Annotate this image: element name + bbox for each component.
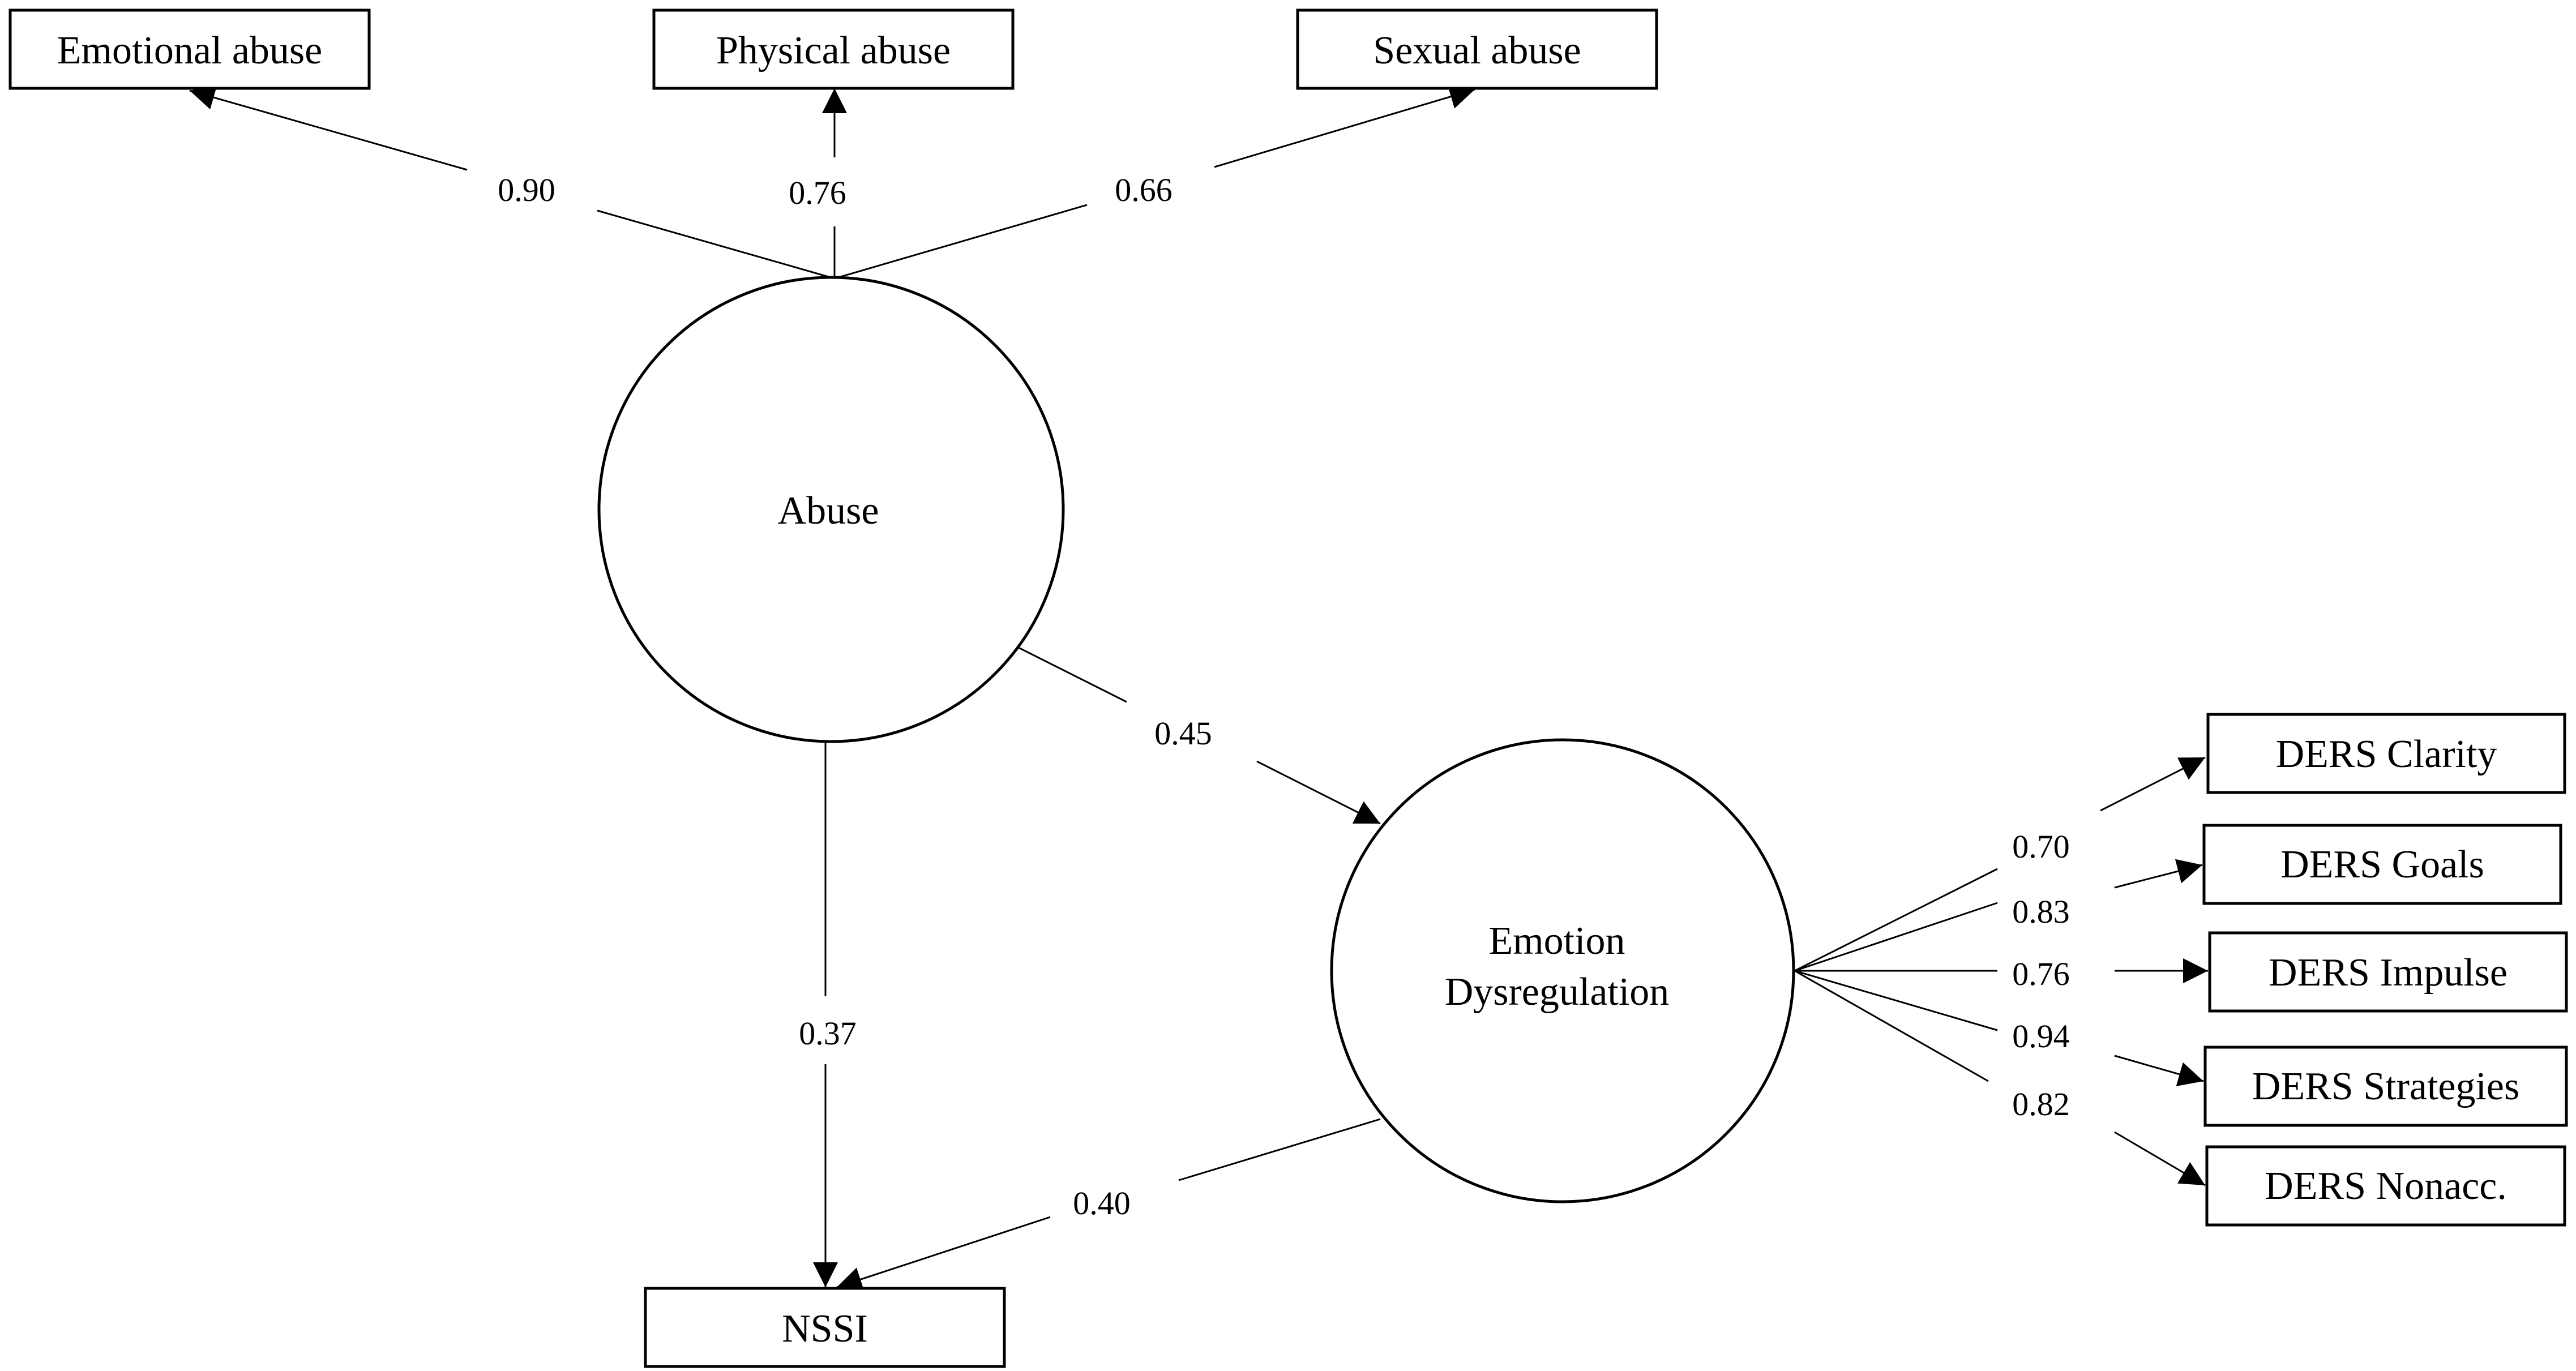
ders-goals-box xyxy=(2202,824,2562,905)
ders-nonacc-observed-node: DERS Nonacc. xyxy=(2205,1145,2566,1227)
path-ed-ders-strategies-upper xyxy=(2114,1055,2204,1087)
path-abuse-emotion-dysregulation-upper xyxy=(1016,645,1127,703)
ders-strategies-label: DERS Strategies xyxy=(2252,1065,2519,1108)
abuse-label: Abuse xyxy=(778,489,879,533)
path-ed-ders-goals-upper xyxy=(2114,859,2203,889)
ders-goals-node: DERS Goals xyxy=(2202,824,2562,905)
physical-abuse-label: Physical abuse xyxy=(716,29,951,72)
coef-ders-clarity: 0.70 xyxy=(2012,828,2070,865)
coef-emotion-dysregulation-nssi: 0.40 xyxy=(1073,1185,1131,1222)
physical-abuse-box xyxy=(652,8,1015,90)
ders-nonacc-rect xyxy=(2205,1145,2566,1227)
coef-emotional-abuse: 0.90 xyxy=(498,172,555,208)
nssi-observed-node: NSSI xyxy=(644,1287,1006,1368)
coef-ders-strategies: 0.94 xyxy=(2012,1018,2070,1055)
ders-clarity-node: DERS Clarity xyxy=(2206,713,2566,794)
coef-ders-impulse: 0.76 xyxy=(2012,956,2070,992)
physical-abuse-node: Physical abuse xyxy=(652,8,1015,90)
path-ed-ders-nonacc-lower xyxy=(1794,970,1989,1082)
path-ed-ders-clarity-lower xyxy=(1794,868,1998,972)
emotion-dysregulation-latent-node: Emotion Dysregulation xyxy=(1330,738,1795,1203)
structural-paths xyxy=(813,645,1381,1292)
ders-impulse-label: DERS Impulse xyxy=(2269,951,2507,995)
sexual-abuse-label: Sexual abuse xyxy=(1373,29,1581,72)
ders-goals-label: DERS Goals xyxy=(2280,843,2484,886)
emotional-abuse-node: Emotional abuse xyxy=(8,8,371,90)
path-abuse-emotional-abuse-upper xyxy=(189,85,468,171)
path-ed-ders-strategies-lower xyxy=(1794,970,1998,1031)
coef-ders-nonacc: 0.82 xyxy=(2012,1086,2070,1122)
coef-sexual-abuse: 0.66 xyxy=(1115,172,1173,208)
path-abuse-sexual-abuse-upper xyxy=(1214,84,1475,168)
emotion-dysregulation-label-line2: Dysregulation xyxy=(1445,970,1670,1014)
ders-clarity-label: DERS Clarity xyxy=(2276,732,2497,776)
path-abuse-emotion-dysregulation-lower xyxy=(1256,760,1381,825)
sexual-abuse-box xyxy=(1296,8,1658,90)
coef-abuse-emotion-dysregulation: 0.45 xyxy=(1154,715,1212,752)
path-ed-ders-nonacc-upper xyxy=(2114,1131,2206,1186)
path-emotion-dysregulation-nssi-lower xyxy=(836,1216,1051,1292)
emotional-abuse-box xyxy=(8,8,371,90)
sexual-abuse-node: Sexual abuse xyxy=(1296,8,1658,90)
nssi-label: NSSI xyxy=(782,1307,868,1351)
coef-abuse-nssi: 0.37 xyxy=(799,1015,857,1052)
path-abuse-sexual-abuse-lower xyxy=(834,204,1088,280)
ders-strategies-box xyxy=(2203,1046,2568,1127)
coef-ders-goals: 0.83 xyxy=(2012,893,2070,930)
abuse-indicator-paths xyxy=(189,84,1475,280)
ders-impulse-box xyxy=(2208,931,2568,1013)
abuse-latent-node: Abuse xyxy=(597,276,1065,743)
ders-clarity-box xyxy=(2206,713,2566,794)
path-abuse-emotional-abuse-lower xyxy=(597,209,835,280)
ders-indicator-paths xyxy=(1794,756,2208,1186)
ders-strategies-node: DERS Strategies xyxy=(2203,1046,2568,1127)
ders-impulse-node: DERS Impulse xyxy=(2208,931,2568,1013)
emotion-dysregulation-circle xyxy=(1330,738,1795,1203)
path-ed-ders-goals-lower xyxy=(1794,902,1998,972)
path-emotion-dysregulation-nssi-upper xyxy=(1178,1118,1381,1181)
path-ed-ders-clarity-upper xyxy=(2100,756,2206,812)
nssi-rect xyxy=(644,1287,1006,1368)
ders-nonacc-label: DERS Nonacc. xyxy=(2265,1164,2507,1208)
coefficients: 0.90 0.76 0.66 0.45 0.37 0.40 0.70 0.83 … xyxy=(498,172,2070,1222)
emotional-abuse-label: Emotional abuse xyxy=(57,29,323,72)
coef-physical-abuse: 0.76 xyxy=(789,174,846,211)
abuse-circle xyxy=(597,276,1065,743)
emotion-dysregulation-label-line1: Emotion xyxy=(1488,919,1625,963)
